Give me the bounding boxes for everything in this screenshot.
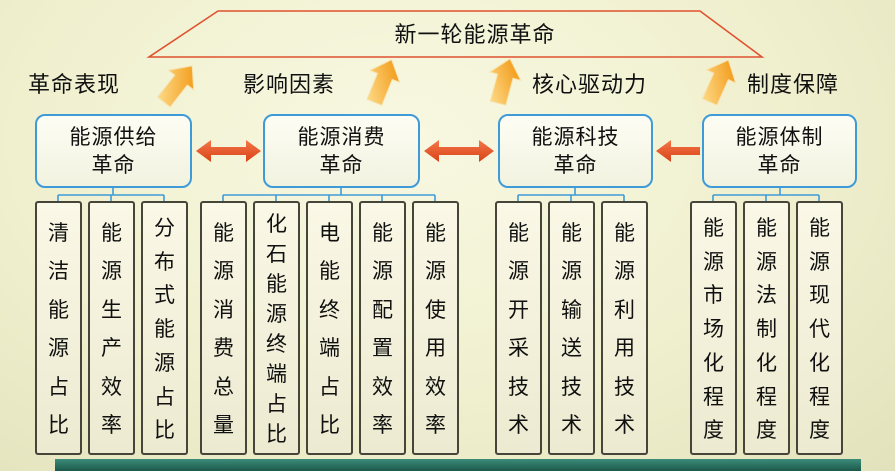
branch-box-technology: 能源科技 革命 [498,114,653,188]
item-box-distributed-energy-share: 分布式能源占比 [141,201,188,455]
branch-box-title-line: 革命 [757,153,802,177]
item-box-marketization-degree: 能源市场化程度 [690,201,737,455]
item-text: 能源消费总量 [213,220,234,438]
item-text: 清洁能源占比 [48,220,69,438]
footer-bar [55,459,861,471]
item-text: 能源现代化程度 [809,215,830,443]
branch-label-core-driver: 核心驱动力 [532,72,648,97]
diagram-title: 新一轮能源革命 [394,22,556,47]
branch-label-manifestation: 革命表现 [28,72,121,97]
item-text: 电能终端占比 [319,220,340,438]
item-text: 分布式能源占比 [154,215,175,443]
item-text: 能源法制化程度 [756,215,777,443]
left-arrow-icon [656,140,700,162]
item-box-energy-production-efficiency: 能源生产效率 [88,201,135,455]
connector-lines-technology [517,188,625,201]
item-text: 能源开采技术 [508,220,529,438]
item-text: 能源配置效率 [372,220,393,438]
item-box-extraction-technology: 能源开采技术 [495,201,542,455]
branch-box-title-line: 能源消费 [297,124,386,149]
up-arrow-icon [701,59,737,106]
item-text: 能源生产效率 [101,220,122,438]
item-text: 化石能源终端占比 [266,212,287,446]
branch-box-title-line: 能源体制 [735,124,824,149]
branch-box-supply: 能源供给 革命 [35,114,192,188]
connector-lines-consumption [222,188,436,201]
branch-box-title-line: 能源科技 [531,124,620,149]
branch-box-title-line: 革命 [91,153,136,177]
item-box-utilization-technology: 能源利用技术 [601,201,648,455]
double-arrow-icon [196,140,261,162]
item-box-transmission-technology: 能源输送技术 [548,201,595,455]
branch-label-institutional-guarantee: 制度保障 [747,72,840,97]
item-box-legalization-degree: 能源法制化程度 [743,201,790,455]
top-trapezoid-outline [146,10,765,58]
branch-box-system: 能源体制 革命 [702,114,857,188]
up-arrow-icon [488,58,522,106]
item-box-energy-use-efficiency: 能源使用效率 [412,201,459,455]
item-box-modernization-degree: 能源现代化程度 [796,201,843,455]
branch-box-title-line: 能源供给 [69,124,158,149]
branch-label-influencing-factors: 影响因素 [243,72,336,97]
item-box-fossil-terminal-share: 化石能源终端占比 [253,201,300,455]
up-arrow-icon [156,65,195,108]
connector-lines-supply [57,188,165,201]
item-box-electric-terminal-share: 电能终端占比 [306,201,353,455]
branch-box-consumption: 能源消费 革命 [263,114,420,188]
item-text: 能源输送技术 [561,220,582,438]
double-arrow-icon [424,140,494,162]
item-box-clean-energy-share: 清洁能源占比 [35,201,82,455]
item-text: 能源市场化程度 [703,215,724,443]
branch-box-title-line: 革命 [319,153,364,177]
item-text: 能源使用效率 [425,220,446,438]
item-text: 能源利用技术 [614,220,635,438]
branch-box-title-line: 革命 [553,153,598,177]
up-arrow-icon [366,58,401,106]
connector-lines-system [712,188,820,201]
item-box-energy-allocation-efficiency: 能源配置效率 [359,201,406,455]
item-box-total-energy-consumption: 能源消费总量 [200,201,247,455]
